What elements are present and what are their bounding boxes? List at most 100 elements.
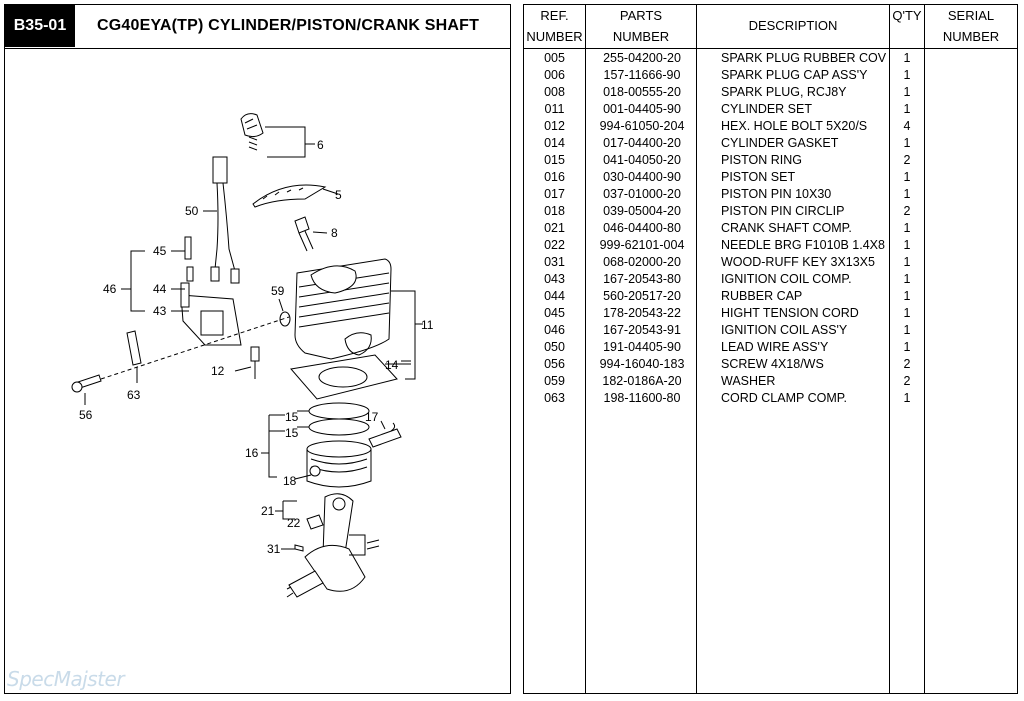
part-number: 178-20543-22: [603, 306, 681, 320]
part-number: 001-04405-90: [603, 102, 681, 116]
ref-number: 011: [544, 102, 565, 116]
column-divider: [585, 5, 586, 693]
callout-43: 43: [153, 304, 167, 318]
diagram-panel: B35-01 CG40EYA(TP) CYLINDER/PISTON/CRANK…: [4, 4, 511, 694]
part-number: 255-04200-20: [603, 51, 681, 65]
description: NEEDLE BRG F1010B 1.4X8: [721, 238, 885, 252]
part-number: 068-02000-20: [603, 255, 681, 269]
callout-63: 63: [127, 388, 141, 402]
part-number: 017-04400-20: [603, 136, 681, 150]
page-title: CG40EYA(TP) CYLINDER/PISTON/CRANK SHAFT: [97, 17, 480, 34]
header-ref-line2: NUMBER: [526, 29, 583, 44]
description: LEAD WIRE ASS'Y: [721, 340, 829, 354]
ref-number: 045: [544, 306, 565, 320]
ref-number: 012: [544, 119, 565, 133]
ref-number: 016: [544, 170, 565, 184]
description: HEX. HOLE BOLT 5X20/S: [721, 119, 868, 133]
table-row: 012 994-61050-204 HEX. HOLE BOLT 5X20/S 4: [524, 118, 1017, 135]
quantity: 1: [903, 187, 911, 201]
description: SPARK PLUG, RCJ8Y: [721, 85, 847, 99]
page-code-badge: B35-01: [5, 5, 75, 47]
ref-number: 015: [544, 153, 565, 167]
part-number: 039-05004-20: [603, 204, 681, 218]
callout-21: 21: [261, 504, 275, 518]
part-number: 560-20517-20: [603, 289, 681, 303]
quantity: 1: [903, 136, 911, 150]
quantity: 2: [903, 374, 911, 388]
callout-50: 50: [185, 204, 199, 218]
diagram-header: B35-01 CG40EYA(TP) CYLINDER/PISTON/CRANK…: [5, 5, 510, 49]
header-serial-line2: NUMBER: [942, 29, 1000, 44]
description: CYLINDER GASKET: [721, 136, 839, 150]
callout-22: 22: [287, 516, 301, 530]
callout-12: 12: [211, 364, 225, 378]
description: PISTON RING: [721, 153, 803, 167]
ref-number: 022: [544, 238, 565, 252]
part-number: 994-16040-183: [599, 357, 685, 371]
ref-number: 021: [544, 221, 565, 235]
part-number: 167-20543-80: [603, 272, 681, 286]
description: SPARK PLUG CAP ASS'Y: [721, 68, 868, 82]
callout-15-upper: 15: [285, 410, 299, 424]
ref-number: 005: [544, 51, 565, 65]
ref-number: 031: [544, 255, 565, 269]
quantity: 1: [903, 272, 911, 286]
callout-17: 17: [365, 410, 379, 424]
part-number: 157-11666-90: [603, 68, 681, 82]
callout-18: 18: [283, 474, 297, 488]
callout-15-lower: 15: [285, 426, 299, 440]
header-serial: SERIAL NUMBER: [925, 5, 1017, 47]
quantity: 2: [903, 357, 911, 371]
quantity: 1: [903, 51, 911, 65]
part-number: 191-04405-90: [603, 340, 681, 354]
callout-44: 44: [153, 282, 167, 296]
callout-56: 56: [79, 408, 93, 422]
part-number: 041-04050-20: [603, 153, 681, 167]
table-row: 022 999-62101-004 NEEDLE BRG F1010B 1.4X8 1: [524, 237, 1017, 254]
part-number: 167-20543-91: [603, 323, 681, 337]
header-parts-line1: PARTS: [619, 8, 663, 23]
parts-table: REF. NUMBER PARTS NUMBER DESCRIPTION Q'T…: [523, 4, 1018, 694]
description: HIGHT TENSION CORD: [721, 306, 859, 320]
callout-45: 45: [153, 244, 167, 258]
part-number: 198-11600-80: [603, 391, 681, 405]
callout-8: 8: [331, 226, 338, 240]
ref-number: 017: [544, 187, 565, 201]
description: CORD CLAMP COMP.: [721, 391, 847, 405]
part-number: 999-62101-004: [599, 238, 685, 252]
quantity: 1: [903, 340, 911, 354]
description: WOOD-RUFF KEY 3X13X5: [721, 255, 875, 269]
quantity: 1: [903, 238, 911, 252]
part-number: 037-01000-20: [603, 187, 681, 201]
quantity: 4: [903, 119, 911, 133]
callout-16: 16: [245, 446, 259, 460]
callout-46: 46: [103, 282, 117, 296]
callout-11: 11: [421, 318, 434, 332]
ref-number: 014: [544, 136, 565, 150]
part-number: 994-61050-204: [599, 119, 685, 133]
ref-number: 008: [544, 85, 565, 99]
table-row: 014 017-04400-20 CYLINDER GASKET 1: [524, 135, 1017, 152]
header-serial-line1: SERIAL: [947, 8, 995, 23]
quantity: 1: [903, 391, 911, 405]
header-description: DESCRIPTION: [748, 18, 838, 33]
quantity: 1: [903, 85, 911, 99]
description: CYLINDER SET: [721, 102, 812, 116]
